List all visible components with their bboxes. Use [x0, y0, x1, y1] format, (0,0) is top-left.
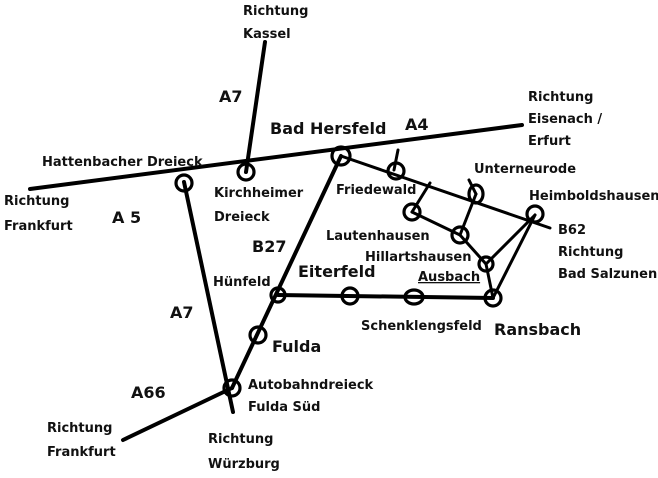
- road-label-a7-north: A7: [219, 87, 243, 106]
- place-schenklengsfeld: Schenklengsfeld: [361, 319, 482, 334]
- node-kirchheimer: [236, 162, 256, 182]
- road-ransbach-heimboldshausen: [491, 213, 537, 300]
- place-unterneurode: Unterneurode: [474, 162, 576, 177]
- roads-layer: [28, 40, 552, 442]
- road-labels: A7 A4 A 5 B27 A7 A66 B62: [112, 87, 586, 402]
- place-ransbach: Ransbach: [494, 320, 581, 339]
- node-hattenbacher: [174, 173, 194, 193]
- node-eiterfeld: [340, 286, 360, 306]
- place-autobahndreieck-2: Fulda Süd: [248, 400, 320, 415]
- road-friedewald-lautenhausen: [410, 181, 432, 214]
- place-labels: Bad Hersfeld Hattenbacher Dreieck Kirchh…: [42, 119, 658, 415]
- place-autobahndreieck-1: Autobahndreieck: [248, 378, 374, 393]
- nodes-layer: [174, 145, 545, 398]
- node-hillartshausen: [450, 225, 470, 245]
- place-heimboldshausen: Heimboldshausen: [529, 189, 658, 204]
- road-b27: [230, 154, 343, 390]
- node-fulda: [248, 325, 268, 345]
- direction-frankfurt-sw-2: Frankfurt: [47, 445, 116, 460]
- road-label-a4: A4: [405, 115, 429, 134]
- place-hillartshausen: Hillartshausen: [365, 250, 471, 265]
- direction-labels: Richtung Kassel Richtung Eisenach / Erfu…: [4, 4, 657, 472]
- node-huenfeld: [269, 286, 287, 304]
- node-ausbach: [477, 255, 495, 273]
- place-ausbach: Ausbach: [418, 270, 480, 285]
- node-ransbach: [483, 288, 503, 308]
- node-heimboldshausen: [525, 204, 545, 224]
- direction-kassel-2: Kassel: [243, 27, 291, 42]
- place-huenfeld: Hünfeld: [213, 275, 271, 290]
- road-label-b62: B62: [558, 223, 586, 238]
- direction-frankfurt-west-2: Frankfurt: [4, 219, 73, 234]
- place-lautenhausen: Lautenhausen: [326, 229, 430, 244]
- road-label-a7-south: A7: [170, 303, 194, 322]
- road-hersfeld-b62: [339, 154, 552, 230]
- place-friedewald: Friedewald: [336, 183, 416, 198]
- road-a7-north: [244, 40, 267, 174]
- node-fulda-sued: [222, 378, 242, 398]
- place-kirchheimer-2: Dreieck: [214, 210, 270, 225]
- road-label-a66: A66: [131, 383, 166, 402]
- direction-wuerzburg-1: Richtung: [208, 432, 273, 447]
- road-label-b27: B27: [252, 237, 286, 256]
- direction-eisenach-3: Erfurt: [528, 134, 571, 149]
- direction-frankfurt-west-1: Richtung: [4, 194, 69, 209]
- place-kirchheimer-1: Kirchheimer: [214, 186, 304, 201]
- direction-bad-salzungen-1: Richtung: [558, 245, 623, 260]
- road-a7-south: [182, 180, 235, 414]
- road-a4-a5: [28, 123, 524, 191]
- node-friedewald: [386, 161, 406, 181]
- road-ausbach-heimboldshausen: [484, 213, 537, 266]
- node-unterneurode: [467, 183, 485, 205]
- road-a66: [121, 386, 234, 442]
- direction-frankfurt-sw-1: Richtung: [47, 421, 112, 436]
- place-fulda: Fulda: [272, 337, 321, 356]
- direction-eisenach-1: Richtung: [528, 90, 593, 105]
- road-friedewald-spur: [392, 148, 400, 172]
- direction-bad-salzungen-2: Bad Salzunen: [558, 267, 657, 282]
- node-bad-hersfeld: [330, 145, 352, 167]
- road-eiterfeld-ransbach: [276, 293, 495, 300]
- road-label-a5: A 5: [112, 208, 141, 227]
- direction-kassel-1: Richtung: [243, 4, 308, 19]
- place-bad-hersfeld: Bad Hersfeld: [270, 119, 386, 138]
- node-schenklengsfeld: [403, 288, 425, 306]
- place-hattenbacher: Hattenbacher Dreieck: [42, 155, 203, 170]
- place-eiterfeld: Eiterfeld: [298, 262, 376, 281]
- direction-wuerzburg-2: Würzburg: [208, 457, 280, 472]
- direction-eisenach-2: Eisenach /: [528, 112, 602, 127]
- node-lautenhausen: [402, 202, 422, 222]
